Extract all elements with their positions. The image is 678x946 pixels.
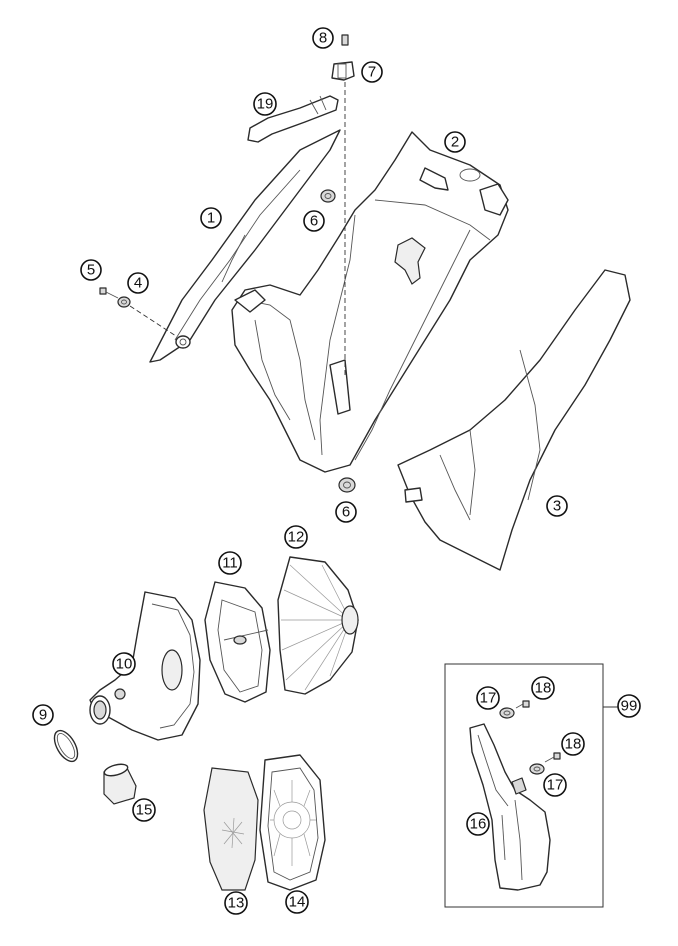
callout-10: 10 (112, 652, 136, 676)
callout-17-top: 17 (476, 686, 500, 710)
callout-3: 3 (546, 495, 568, 517)
part-3-right-side-cover (397, 269, 631, 571)
callout-19-text: 19 (257, 96, 274, 113)
callout-5-text: 5 (87, 262, 95, 279)
callout-11: 11 (218, 551, 242, 575)
callout-12: 12 (284, 525, 308, 549)
callout-7: 7 (361, 61, 383, 83)
callout-4-text: 4 (134, 275, 142, 292)
part-13-air-filter (203, 767, 259, 891)
part-6-grommet-top (320, 189, 336, 203)
callout-17-bottom: 17 (543, 773, 567, 797)
callout-11-text: 11 (222, 555, 238, 572)
callout-18-bottom: 18 (561, 732, 585, 756)
part-17-nut-top (499, 707, 515, 719)
callout-12-text: 12 (288, 529, 305, 546)
callout-99: 99 (617, 694, 641, 718)
callout-7-text: 7 (368, 64, 376, 81)
part-16-intake-cover (469, 723, 551, 891)
callout-14: 14 (285, 890, 309, 914)
callout-1-text: 1 (207, 210, 215, 227)
callout-2: 2 (444, 131, 466, 153)
callout-15: 15 (132, 798, 156, 822)
callout-17-top-text: 17 (480, 690, 497, 707)
callout-13-text: 13 (228, 895, 245, 912)
part-17-nut-bottom (529, 763, 545, 775)
callout-9-text: 9 (39, 707, 47, 724)
callout-5: 5 (80, 259, 102, 281)
callout-18-bottom-text: 18 (565, 736, 582, 753)
callout-2-text: 2 (451, 134, 459, 151)
part-19-strap (247, 95, 339, 143)
part-5-screw (99, 287, 119, 299)
callout-6-top-text: 6 (310, 213, 318, 230)
part-15-sleeve (103, 763, 137, 805)
callout-6-bottom: 6 (335, 501, 357, 523)
callout-16: 16 (466, 812, 490, 836)
callout-3-text: 3 (553, 498, 561, 515)
kit-box-99 (444, 663, 618, 908)
part-6-grommet-bottom (338, 477, 356, 493)
callout-6-bottom-text: 6 (342, 504, 350, 521)
part-18-screw-top (515, 700, 530, 709)
part-10-intake-housing (89, 591, 201, 741)
part-1-side-cover (149, 129, 341, 363)
callout-4: 4 (127, 272, 149, 294)
part-11-filter-support (204, 581, 271, 703)
part-9-clamp (53, 729, 79, 763)
part-18-screw-bottom (544, 752, 561, 763)
callout-99-text: 99 (621, 698, 638, 715)
callout-14-text: 14 (289, 894, 306, 911)
callout-8-text: 8 (319, 30, 327, 47)
callout-10-text: 10 (116, 656, 133, 673)
part-14-filter-cage (259, 754, 326, 891)
part-12-filter-cage (277, 556, 359, 695)
callout-8: 8 (312, 27, 334, 49)
callout-15-text: 15 (136, 802, 153, 819)
part-7-clip (331, 61, 355, 81)
callout-9: 9 (32, 704, 54, 726)
callout-16-text: 16 (470, 816, 487, 833)
callout-6-top: 6 (303, 210, 325, 232)
part-8-bolt (341, 34, 349, 46)
part-4-washer (117, 296, 131, 308)
callout-13: 13 (224, 891, 248, 915)
callout-17-bottom-text: 17 (547, 777, 564, 794)
callout-19: 19 (253, 92, 277, 116)
callout-18-top: 18 (531, 676, 555, 700)
callout-18-top-text: 18 (535, 680, 552, 697)
callout-1: 1 (200, 207, 222, 229)
